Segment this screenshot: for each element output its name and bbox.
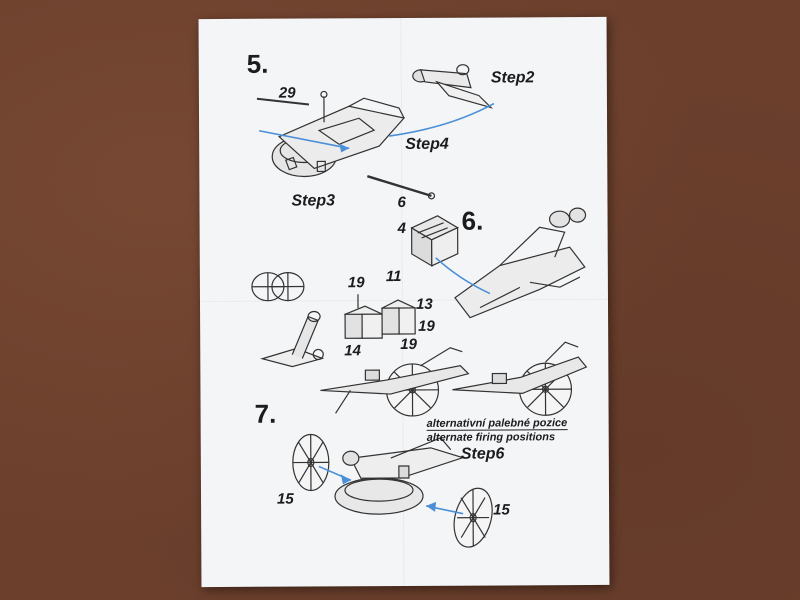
- part-19a-label: 19: [347, 274, 365, 292]
- assembly-drawings: [251, 64, 588, 548]
- part-19b-label: 19: [418, 317, 435, 335]
- step4-label: Step4: [405, 135, 449, 153]
- part-15b-label: 15: [493, 501, 510, 519]
- part-11-label: 11: [385, 268, 402, 286]
- alt-position-1-drawing: [320, 347, 470, 417]
- step3-label: Step3: [291, 192, 336, 210]
- step5-carriage-drawing: [271, 90, 406, 178]
- instruction-sheet: 5. 6. 7. Step2 Step4 Step3 Step6 29 6 4 …: [198, 16, 610, 588]
- caption-english: alternate firing positions: [426, 431, 556, 444]
- ammo-boxes-drawing: [343, 294, 417, 339]
- part-29-label: 29: [278, 84, 296, 102]
- part-15a-label: 15: [276, 490, 294, 508]
- part4-box: [410, 215, 459, 267]
- step6-label: Step6: [460, 445, 505, 463]
- caption-czech: alternativní palebné pozice: [426, 417, 568, 431]
- step2-label: Step2: [490, 69, 535, 87]
- step-6-number: 6.: [461, 205, 484, 236]
- part-13-label: 13: [415, 295, 433, 313]
- step2-barrel-drawing: [412, 64, 494, 109]
- alt-position-2-drawing: [452, 341, 588, 416]
- arrow-heads: [339, 143, 437, 512]
- part-19c-label: 19: [400, 335, 417, 354]
- step-5-number: 5.: [246, 48, 269, 79]
- part6-rod: [366, 175, 432, 198]
- step-7-number: 7.: [254, 398, 277, 429]
- step6-cart-drawing: [454, 207, 587, 319]
- part-14-label: 14: [344, 342, 361, 360]
- part-6-label: 6: [397, 193, 406, 212]
- spare-wheels-drawing: [251, 272, 305, 302]
- part29-rod: [256, 97, 310, 106]
- small-mortar-drawing: [260, 310, 325, 368]
- part-4-label: 4: [397, 219, 407, 238]
- step7-final-drawing: [292, 433, 493, 548]
